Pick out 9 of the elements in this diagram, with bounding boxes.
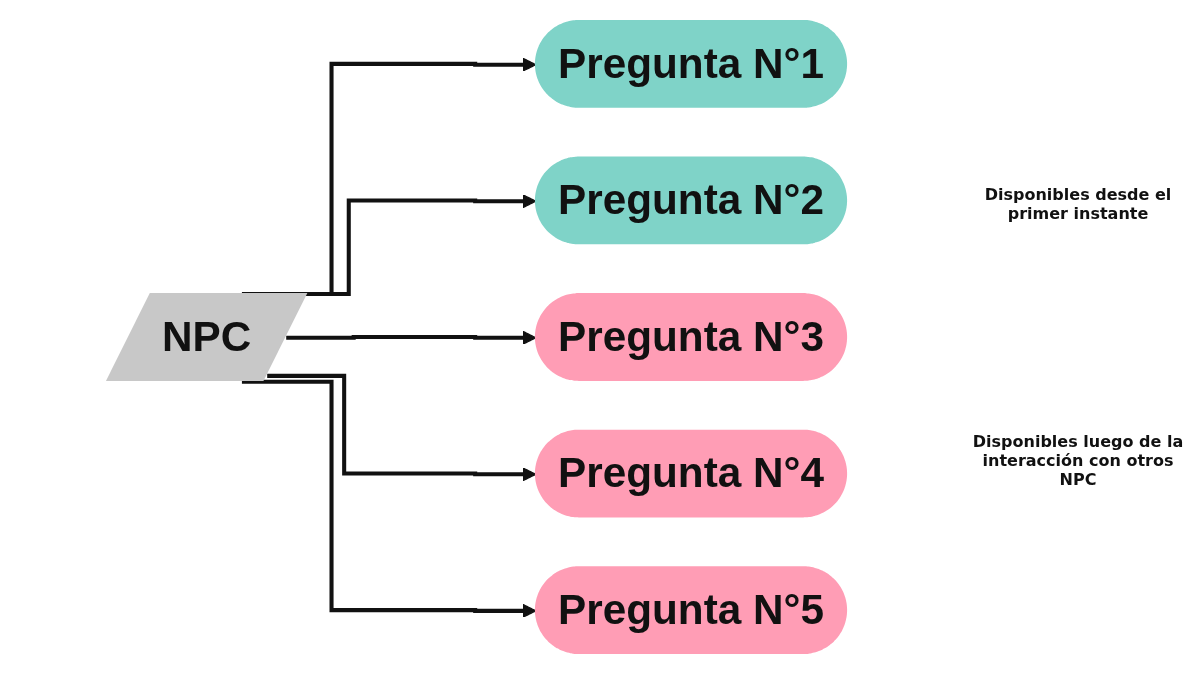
note-text: Disponibles luego de la interacción con otros NPC xyxy=(971,431,1185,489)
question-pill: Pregunta N°4 xyxy=(534,429,848,517)
parallelogram-node: NPC xyxy=(105,292,308,381)
question-pill: Pregunta N°1 xyxy=(534,19,848,108)
arrow xyxy=(267,373,537,481)
note-text: Disponibles desde el primer instante xyxy=(983,184,1173,223)
question-pill: Pregunta N°5 xyxy=(534,565,848,654)
question-pill: Pregunta N°3 xyxy=(534,292,848,381)
question-pill: Pregunta N°2 xyxy=(534,156,848,244)
